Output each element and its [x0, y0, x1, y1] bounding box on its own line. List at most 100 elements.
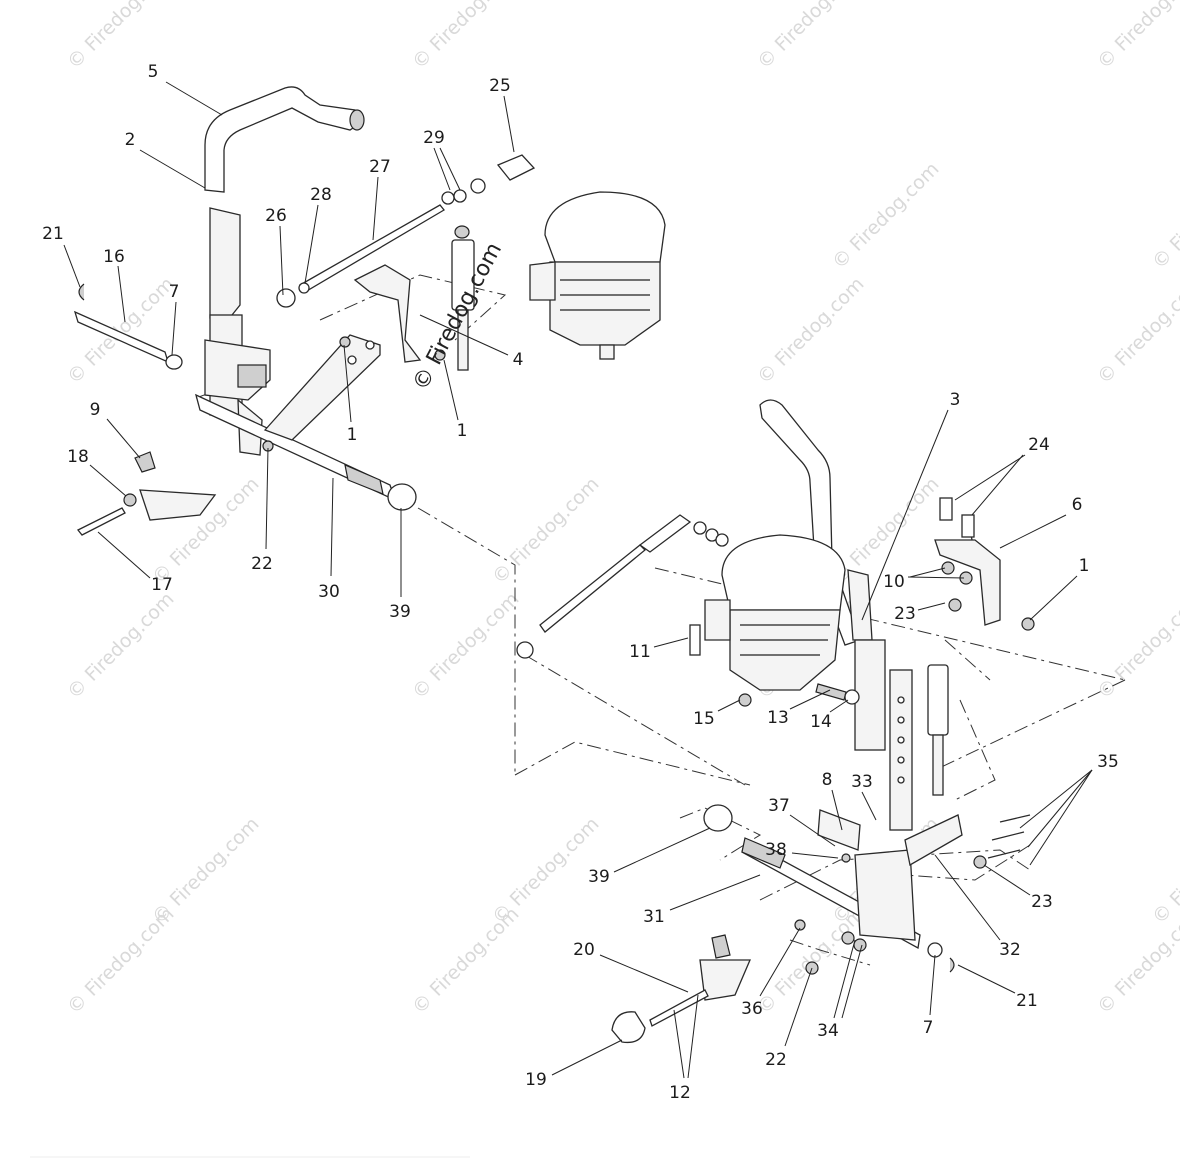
callout-c11: 11 — [629, 642, 651, 662]
callout-c16: 16 — [103, 247, 125, 267]
leader-line-c12 — [673, 1009, 685, 1079]
leader-line-c17 — [97, 531, 151, 579]
callout-c8: 8 — [822, 770, 833, 790]
leader-line-c5 — [165, 81, 223, 116]
leader-line-c25 — [503, 95, 515, 153]
e-clip-21b — [949, 957, 955, 973]
leader-line-c7a — [171, 301, 177, 356]
stud-13 — [815, 683, 847, 701]
leader-line-c23a — [917, 602, 946, 611]
watermark-6: © Firedog.com — [1093, 273, 1180, 388]
leader-line-c37 — [789, 814, 836, 847]
leader-line-c4 — [419, 314, 509, 356]
mounting-bracket-6 — [934, 539, 1001, 626]
watermark-2: © Firedog.com — [753, 0, 868, 74]
watermark-7: © Firedog.com — [63, 588, 178, 703]
washer-28 — [298, 282, 310, 294]
callout-c23a: 23 — [894, 604, 916, 624]
hydraulic-pump-right — [704, 534, 846, 691]
leader-line-c39b — [613, 827, 711, 873]
callout-c15: 15 — [693, 709, 715, 729]
callout-c20: 20 — [573, 940, 595, 960]
callout-c23b: 23 — [1031, 892, 1053, 912]
callout-c34: 34 — [817, 1021, 839, 1041]
callout-c36: 36 — [741, 999, 763, 1019]
leader-line-c32 — [934, 854, 1001, 941]
leader-line-c29 — [433, 147, 451, 191]
callout-c21b: 21 — [1016, 991, 1038, 1011]
link-hole-1 — [365, 340, 375, 350]
washer-14 — [844, 689, 860, 705]
leader-line-extra-3 — [841, 944, 863, 1019]
control-rod-right — [539, 544, 646, 633]
callout-c39b: 39 — [588, 867, 610, 887]
callout-c18: 18 — [67, 447, 89, 467]
callout-c13: 13 — [767, 708, 789, 728]
tube-threaded-end — [344, 463, 384, 495]
rod-end-26 — [276, 288, 296, 308]
watermark-18: © Firedog.com — [148, 813, 263, 928]
callout-c1b: 1 — [457, 421, 468, 441]
callout-c1a: 1 — [347, 425, 358, 445]
nut-29a — [441, 191, 455, 205]
leader-line-c26 — [279, 225, 284, 296]
callout-c10: 10 — [883, 572, 905, 592]
callout-c31: 31 — [643, 907, 665, 927]
callout-c21a: 21 — [42, 224, 64, 244]
leader-line-c3 — [861, 409, 949, 621]
nut-18 — [123, 493, 137, 507]
bolt-24b — [961, 514, 975, 538]
callout-c17: 17 — [151, 575, 173, 595]
leader-line-c1c — [1029, 575, 1078, 621]
clip-9 — [134, 451, 156, 473]
leader-line-c30 — [330, 477, 334, 577]
gas-spring-rod — [457, 309, 469, 371]
callout-c35: 35 — [1097, 752, 1119, 772]
leader-line-extra-4 — [687, 994, 699, 1079]
callout-c22a: 22 — [251, 554, 273, 574]
leader-line-c1a — [343, 344, 352, 423]
ball-joint-25 — [496, 154, 536, 181]
callout-leader-lines — [63, 81, 1093, 1079]
nut-29b — [453, 189, 467, 203]
leader-line-c21b — [957, 964, 1016, 994]
lever-plate-right — [854, 639, 886, 751]
bolts-35 — [987, 814, 1031, 859]
knob-19 — [611, 1011, 646, 1044]
callout-c2: 2 — [125, 130, 136, 150]
switch-8 — [817, 809, 861, 851]
bolt-24a — [939, 497, 953, 521]
callout-c33: 33 — [851, 772, 873, 792]
tube-nut-right — [703, 804, 733, 832]
bushing-7b — [927, 942, 943, 958]
fitting-1b — [434, 349, 446, 361]
watermark-layer: © Firedog.com © Firedog.com © Firedog.com ©… — [63, 0, 1180, 1019]
leader-line-extra-5 — [1027, 769, 1093, 848]
callout-c12: 12 — [669, 1083, 691, 1103]
callout-c29: 29 — [423, 128, 445, 148]
callout-c27: 27 — [369, 157, 391, 177]
callout-c32: 32 — [999, 940, 1021, 960]
watermark-10: © Firedog.com — [1093, 588, 1180, 703]
leader-line-c11 — [653, 637, 689, 648]
leader-line-extra-2 — [907, 576, 965, 579]
callout-c24: 24 — [1028, 435, 1050, 455]
callout-c19: 19 — [525, 1070, 547, 1090]
leader-line-c7b — [929, 954, 936, 1016]
callout-c7b: 7 — [923, 1018, 934, 1038]
nut-23b — [973, 855, 987, 869]
leader-line-c18 — [89, 464, 127, 497]
watermark-19: © Firedog.com — [488, 813, 603, 928]
link-hole-2 — [347, 355, 357, 365]
spring-20 — [649, 989, 709, 1027]
callout-c1c: 1 — [1079, 556, 1090, 576]
left-control-assembly — [73, 86, 666, 536]
hydraulic-pump-left — [529, 191, 666, 360]
callout-c25: 25 — [489, 76, 511, 96]
mounting-bracket-4 — [353, 264, 422, 363]
cam-plate-right — [699, 959, 751, 1001]
callout-c22b: 22 — [765, 1050, 787, 1070]
right-control-assembly — [516, 399, 1035, 1044]
leader-line-c16 — [117, 265, 126, 323]
